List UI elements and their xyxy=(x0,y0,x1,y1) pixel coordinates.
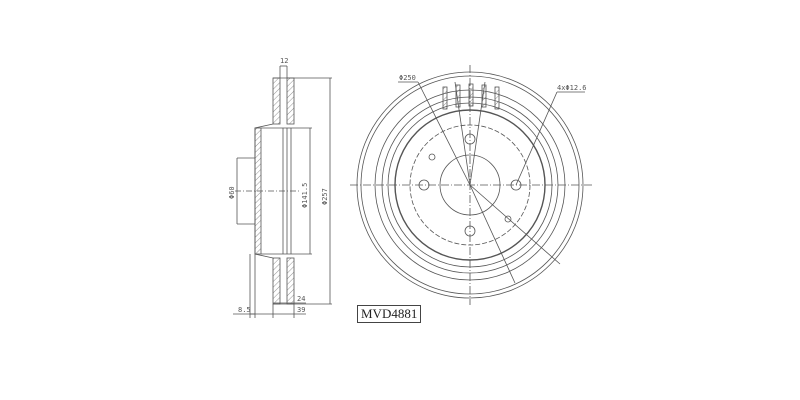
outer-diameter-label: Φ257 xyxy=(321,188,329,205)
bolt-holes-label: 4xΦ12.6 xyxy=(557,84,587,92)
hat-diameter-label: Φ141.5 xyxy=(301,183,309,208)
side-view xyxy=(233,65,332,318)
offset-label: 8.5 xyxy=(238,306,251,314)
effective-diameter-label: Φ250 xyxy=(399,74,416,82)
disc-thickness-label: 24 xyxy=(297,295,305,303)
top-thickness-label: 12 xyxy=(280,57,288,65)
front-view xyxy=(350,65,592,305)
center-bore-label: Φ60 xyxy=(228,186,236,199)
part-number-label: MVD4881 xyxy=(357,305,422,323)
hat-height-label: 39 xyxy=(297,306,305,314)
